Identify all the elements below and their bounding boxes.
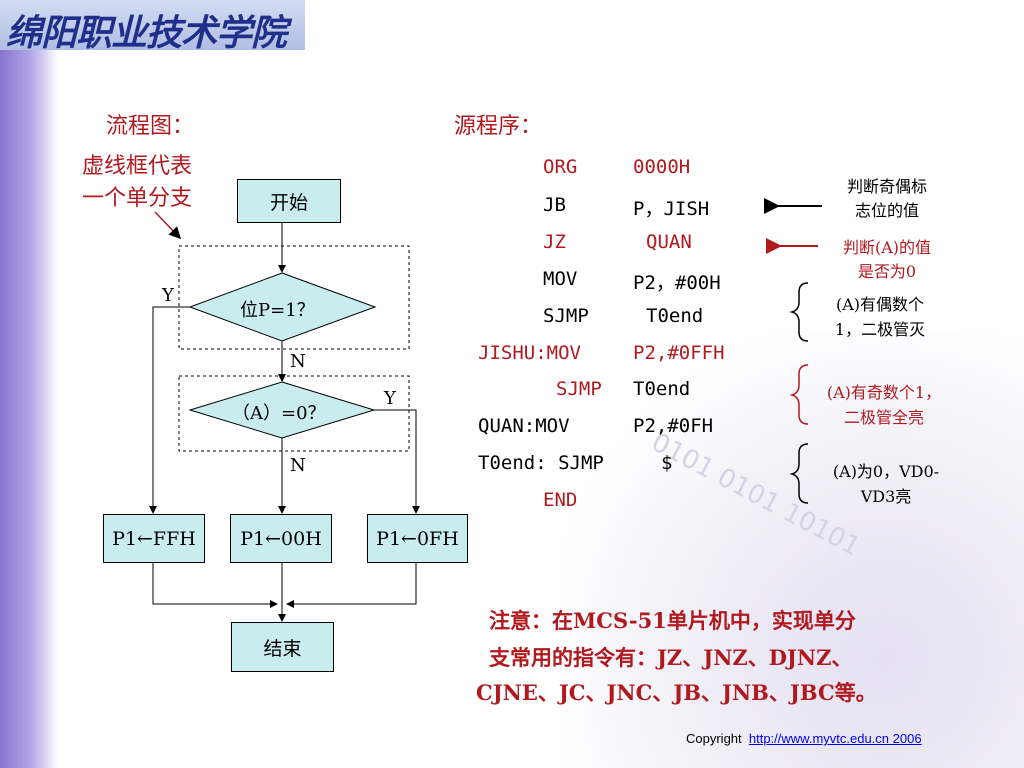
flowchart-annotation-line2: 一个单分支 [82, 186, 193, 211]
note-odd-line2: 二极管全亮 [843, 408, 924, 427]
code-line-3-op: JZ [543, 231, 566, 253]
source-heading: 源程序： [454, 114, 543, 139]
code-line-6-arg: P2,#0FFH [633, 342, 725, 364]
label-n-2: N [290, 455, 306, 476]
label-n-1: N [290, 351, 306, 372]
note-parity-line2: 志位的值 [854, 201, 919, 220]
decision-1-label: 位P=1？ [240, 300, 315, 321]
flowchart-annotation-line1: 虚线框代表 [82, 154, 193, 179]
code-line-8-arg: P2,#0FH [633, 415, 714, 437]
flowchart-box-ffh: P1←FFH [103, 514, 205, 563]
copyright-link[interactable]: http://www.myvtc.edu.cn 2006 [748, 731, 922, 746]
flowchart-heading: 流程图： [106, 114, 195, 139]
flowchart-box-0fh: P1←0FH [367, 514, 468, 563]
copyright: Copyright http://www.myvtc.edu.cn 2006 [686, 731, 922, 746]
note-even-line2: 1，二极管灭 [834, 320, 926, 339]
flowchart-end-box: 结束 [231, 622, 334, 672]
attention-line2: 支常用的指令有：JZ、JNZ、DJNZ、 [489, 645, 853, 670]
flowchart-box-00h: P1←00H [230, 514, 332, 563]
code-line-3-arg: QUAN [646, 231, 692, 253]
brace-1 [789, 282, 809, 342]
code-line-9-arg: $ [661, 452, 673, 474]
code-line-4-arg: P2，#00H [633, 272, 721, 294]
background-decoration [560, 330, 1024, 768]
attention-line3: CJNE、JC、JNC、JB、JNB、JBC等。 [476, 680, 877, 705]
note-zero-line2: 是否为0 [857, 262, 917, 281]
note-odd-line1: (A)有奇数个1， [826, 383, 942, 402]
code-line-4-op: MOV [543, 268, 578, 290]
code-line-7-arg: T0end [633, 378, 691, 400]
label-y-1: Y [162, 285, 174, 306]
note-parity-line1: 判断奇偶标 [846, 177, 927, 196]
copyright-label: Copyright [686, 731, 742, 746]
code-line-2-arg: P，JISH [633, 198, 710, 220]
code-line-1-op: ORG [543, 156, 578, 178]
brace-3 [789, 443, 809, 504]
code-line-8-label: QUAN:MOV [478, 415, 570, 437]
branch-frame-1 [178, 245, 410, 350]
logo-text: 绵阳职业技术学院 [6, 12, 287, 54]
side-band [0, 0, 58, 768]
logo: 绵阳职业技术学院 [0, 0, 305, 54]
decision-2-label: （A）=0？ [232, 403, 326, 424]
code-line-9-label: T0end: SJMP [478, 452, 604, 474]
code-line-2-op: JB [543, 194, 566, 216]
brace-2 [789, 364, 809, 425]
code-line-5-arg: T0end [646, 305, 704, 327]
note-zero-line1: 判断(A)的值 [842, 238, 932, 257]
code-line-10-op: END [543, 489, 578, 511]
note-even-line1: (A)有偶数个 [835, 295, 925, 314]
attention-line1: 注意：在MCS-51单片机中，实现单分 [489, 608, 856, 633]
note-vd-line1: (A)为0，VD0- [832, 462, 940, 481]
code-line-7-op: SJMP [556, 378, 602, 400]
code-line-6-label: JISHU:MOV [478, 342, 581, 364]
note-vd-line2: VD3亮 [860, 487, 912, 506]
code-line-1-arg: 0000H [633, 156, 691, 178]
code-line-5-op: SJMP [543, 305, 589, 327]
flowchart-start-box: 开始 [237, 179, 341, 223]
label-y-2: Y [384, 388, 396, 409]
branch-frame-2 [178, 375, 410, 452]
